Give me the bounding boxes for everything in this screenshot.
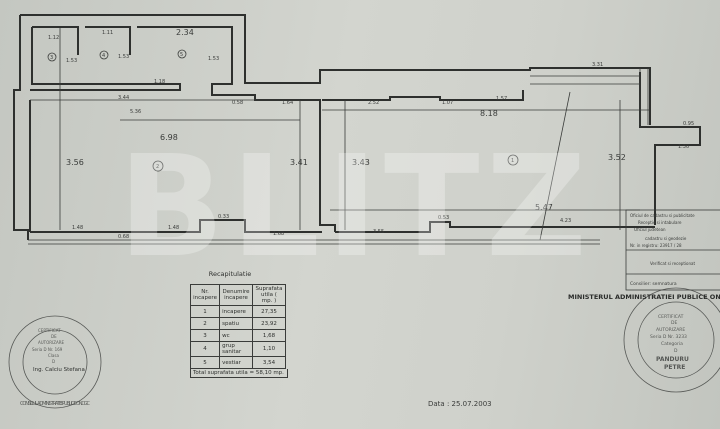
cell: 2 [189, 317, 221, 330]
dim-bottom-a: 1.48 [72, 225, 83, 231]
dim-corridor-len: 3.44 [118, 95, 129, 101]
office-line: Consilier: semnatura [630, 281, 677, 287]
dim-ledge-b: 1.30 [678, 144, 689, 150]
office-line: Verificat si receptionat [650, 261, 695, 266]
cell: 27,35 [251, 305, 287, 318]
stamp-line: D [52, 359, 55, 364]
dim-room1-top-a: 2.52 [368, 100, 379, 106]
plan-date: Data : 25.07.2003 [428, 400, 492, 408]
dim-room2-inner: 5.36 [130, 109, 141, 115]
dim-room1-height: 3.43 [352, 158, 370, 167]
room-4-label: 4 [102, 53, 105, 59]
dim-room2-height-right: 3.41 [290, 158, 308, 167]
header-cell: Nr. incapere [189, 284, 221, 306]
stamp-line: AUTORIZARE [656, 327, 685, 333]
dim-room1-top-c: 1.57 [496, 96, 507, 102]
cell: 5 [189, 356, 221, 369]
cell: spatiu [219, 317, 253, 330]
room-labels: 3 4 5 2 1 [47, 49, 519, 172]
dim-room1-top-b: 1.07 [442, 100, 453, 106]
recap-total: Total suprafata utila = 58,10 mp. [190, 369, 288, 378]
room-5-label: 5 [180, 52, 183, 58]
recap-table: Nr. incapere Denumire incapere Suprafata… [189, 284, 287, 369]
stamp-ring-text: MINISTERUL ADMINISTRATIEI PUBLICE ONCGC [568, 293, 720, 301]
dim-bottom-h: 4.23 [560, 218, 571, 224]
walls [13, 14, 701, 245]
cell: 4 [189, 341, 221, 357]
dim-bottom-f: 3.55 [373, 229, 384, 235]
stamp-right: CERTIFICAT DE AUTORIZARE Seria D Nr. 323… [568, 287, 720, 393]
dim-room3-height: 1.53 [66, 58, 77, 64]
dimension-labels: 1.12 1.53 1.11 1.53 2.34 1.53 1.18 3.44 … [48, 28, 694, 240]
dim-room1-lower: 5.47 [535, 203, 553, 212]
dim-room2-height: 3.56 [66, 158, 84, 167]
stamp-line: PANDURU [656, 356, 689, 363]
cadastre-office-box: Oficiul de cadastru si publicitate Recep… [625, 209, 720, 291]
dim-room1-height-right: 3.52 [608, 153, 626, 162]
stamp-line: CERTIFICAT [658, 314, 684, 320]
dim-bottom-d: 0.33 [218, 214, 229, 220]
dim-room4-height: 1.53 [118, 54, 129, 60]
dim-ledge-a: 0.95 [683, 121, 694, 127]
office-line: Oficiul judetean [634, 227, 666, 232]
stamp-line: D [674, 348, 678, 354]
dim-misc-a: 0.58 [232, 100, 243, 106]
cell: grup sanitar [219, 341, 253, 357]
dim-bottom-c: 1.48 [168, 225, 179, 231]
dim-top-ext: 3.31 [592, 62, 603, 68]
room-1-label: 1 [511, 158, 514, 164]
cell: 3 [189, 329, 221, 342]
room-3-label: 3 [50, 55, 53, 61]
dim-bottom-g: 0.53 [438, 215, 449, 221]
stamp-line: Seria D Nr. 3233 [650, 334, 687, 340]
stamp-line: CERTIFICAT [38, 328, 61, 333]
stamp-ring-text: CONSILIUL ADMINISTRATIEI PUBLICE ONCGC [20, 401, 91, 407]
stamp-line: DE [51, 334, 57, 339]
dim-corridor-seg: 1.18 [154, 79, 165, 85]
office-line: Oficiul de cadastru si publicitate [630, 213, 695, 218]
dim-room5-width: 2.34 [176, 28, 194, 37]
dim-bottom-e: 1.68 [273, 231, 284, 237]
dim-room4-width: 1.11 [102, 30, 113, 36]
stamp-line: AUTORIZARE [38, 340, 64, 345]
signature-name: Ing. Calciu Stefana [33, 367, 85, 373]
room-2-label: 2 [156, 164, 159, 170]
header-cell: Denumire incapere [219, 284, 253, 306]
stamp-line: Categoria [661, 341, 683, 347]
cell: vestiar [219, 356, 253, 369]
cell: 1 [189, 305, 221, 318]
dim-room1-width: 8.18 [480, 109, 498, 118]
stamp-line: PETRE [664, 364, 685, 371]
cell: 1,68 [251, 329, 287, 342]
office-line: Receptie si intabulare [638, 220, 682, 225]
header-cell: Suprafata utila ( mp. ) [251, 284, 287, 306]
dim-room5-height: 1.53 [208, 56, 219, 62]
stamp-left: CERTIFICAT DE AUTORIZARE Seria D Nr. 169… [8, 315, 102, 409]
watermark: BLITZ [118, 126, 594, 289]
cell: 1,10 [251, 341, 287, 357]
cell: incapere [219, 305, 253, 318]
office-line: Nr. in registru: 23917 / 28 [630, 243, 682, 248]
stamp-line: Seria D Nr. 169 [32, 347, 63, 352]
table-header-row: Nr. incapere Denumire incapere Suprafata… [189, 284, 287, 306]
recap-title: Recapitulatie [208, 270, 252, 278]
cell: 3,54 [251, 356, 287, 369]
recap-table-block: Recapitulatie Nr. incapere Denumire inca… [189, 270, 290, 378]
cell: wc [219, 329, 253, 342]
stamp-line: DE [671, 320, 677, 326]
stamp-line: Clasa [48, 353, 59, 358]
cell: 23,92 [251, 317, 287, 330]
dim-bottom-b: 0.68 [118, 234, 129, 240]
dim-room3-width: 1.12 [48, 35, 59, 41]
dim-misc-b: 1.64 [282, 100, 293, 106]
dim-room2-width: 6.98 [160, 133, 178, 142]
office-line: cadastru si geodezie [645, 236, 687, 241]
